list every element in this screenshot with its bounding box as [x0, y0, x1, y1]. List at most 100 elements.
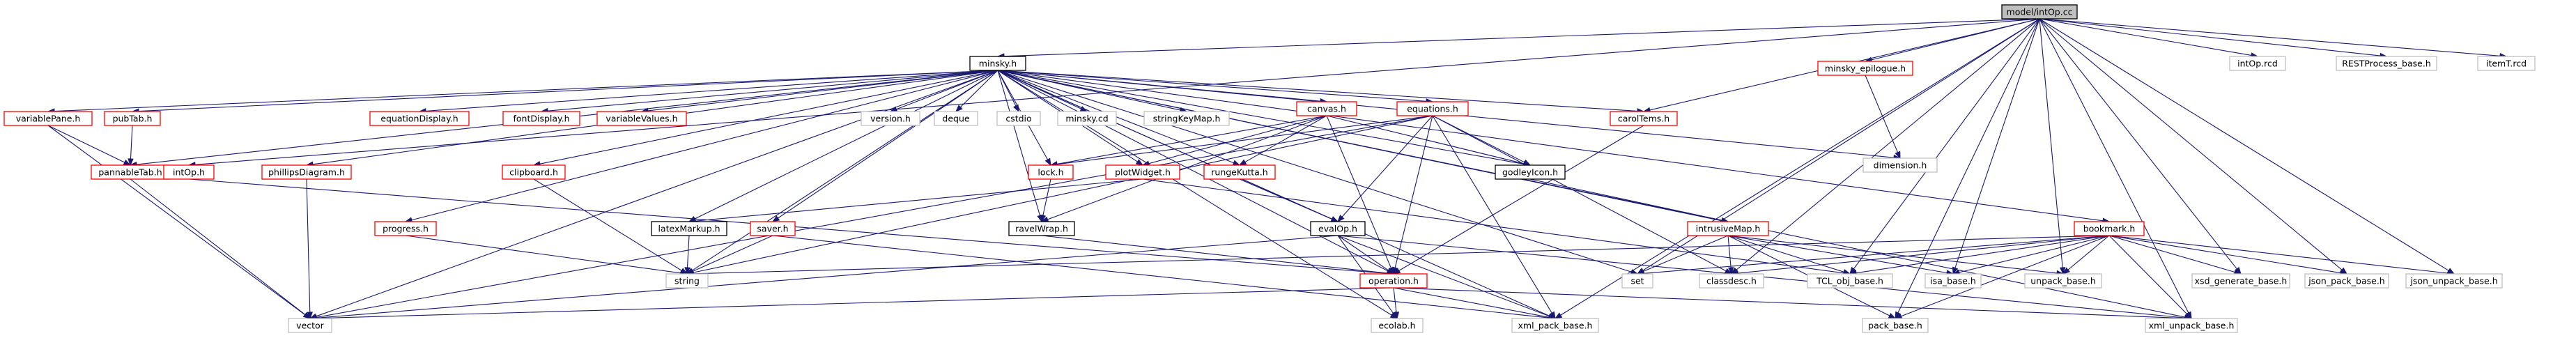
node-json-pack-base-h: json_pack_base.h: [2304, 273, 2389, 289]
node-latexMarkup-h[interactable]: latexMarkup.h: [651, 221, 727, 236]
node-label: model/intOp.cc: [2007, 7, 2073, 17]
node-label: unpack_base.h: [2030, 276, 2096, 286]
node-box: [374, 221, 437, 236]
node-pannableTab-h[interactable]: pannableTab.h: [91, 164, 170, 180]
node-label: intOp.rcd: [2237, 59, 2278, 69]
node-variablePane-h[interactable]: variablePane.h: [3, 111, 93, 126]
node-label: intrusiveMap.h: [1696, 224, 1761, 234]
node-label: saver.h: [757, 224, 788, 234]
node-box: [2304, 273, 2389, 289]
node-label: TCL_obj_base.h: [1816, 276, 1883, 286]
edge-minsky_h-to-saver_h: [771, 70, 998, 222]
node-box: [1699, 273, 1764, 289]
edge-minsky_h-to-latexMarkup_h: [688, 70, 998, 222]
node-box: [596, 111, 687, 126]
node-vector: vector: [288, 318, 332, 333]
node-minsky-h[interactable]: minsky.h: [969, 56, 1026, 71]
node-label: lock.h: [1038, 167, 1063, 178]
node-saver-h[interactable]: saver.h: [750, 221, 796, 236]
edge-progress_h-to-string: [405, 235, 688, 276]
edge-latexMarkup_h-to-string: [684, 235, 691, 275]
node-string: string: [665, 273, 709, 289]
node-box: [163, 164, 215, 180]
node-intOpcc[interactable]: model/intOp.cc: [2001, 4, 2078, 20]
node-intOp-h[interactable]: intOp.h: [163, 164, 215, 180]
node-box: [651, 221, 727, 236]
node-label: operation.h: [1368, 276, 1419, 286]
node-box: [1310, 221, 1366, 236]
node-label: vector: [296, 321, 325, 331]
node-intrusiveMap-h[interactable]: intrusiveMap.h: [1687, 221, 1769, 236]
node-bookmark-h[interactable]: bookmark.h: [2074, 221, 2145, 236]
node-canvas-h[interactable]: canvas.h: [1296, 101, 1357, 116]
edge-plotWidget_h-to-latexMarkup_h: [688, 178, 1143, 224]
node-label: itemT.rcd: [2486, 59, 2527, 69]
node-box: [2024, 273, 2102, 289]
node-box: [288, 318, 332, 333]
node-godleyIcon-h[interactable]: godleyIcon.h: [1495, 164, 1566, 180]
node-pubTab-h[interactable]: pubTab.h: [104, 111, 161, 126]
node-json-unpack-base-h: json_unpack_base.h: [2405, 273, 2503, 289]
node-classdesc-h: classdesc.h: [1699, 273, 1764, 289]
node-label: RESTProcess_base.h: [2342, 59, 2431, 69]
node-pack-base-h: pack_base.h: [1862, 318, 1929, 333]
node-label: version.h: [870, 114, 911, 124]
node-label: stringKeyMap.h: [1153, 114, 1221, 124]
node-box: [2074, 221, 2145, 236]
node-box: [1203, 164, 1276, 180]
edge-minsky_epilogue_h-to-dimension_h: [1865, 75, 1901, 160]
edge-intrusiveMap_h-to-classdesc_h: [1727, 235, 1734, 275]
node-phillipsDiagram-h[interactable]: phillipsDiagram.h: [261, 164, 352, 180]
node-xsd-generate-base-h: xsd_generate_base.h: [2191, 273, 2290, 289]
node-box: [2405, 273, 2503, 289]
node-carolTems-h[interactable]: carolTems.h: [1610, 111, 1678, 126]
node-stringKeyMap-h: stringKeyMap.h: [1143, 111, 1230, 126]
node-label: isa_base.h: [1930, 276, 1976, 286]
node-label: xml_unpack_base.h: [2149, 321, 2235, 331]
node-minsky-epilogue-h[interactable]: minsky_epilogue.h: [1817, 61, 1913, 76]
node-label: intOp.h: [173, 167, 205, 178]
edge-equations_h-to-evalOp_h: [1337, 115, 1433, 223]
node-lock-h[interactable]: lock.h: [1028, 164, 1074, 180]
node-ravelWrap-h[interactable]: ravelWrap.h: [1008, 221, 1075, 236]
node-box: [1925, 273, 1982, 289]
node-dimension-h: dimension.h: [1862, 158, 1938, 173]
node-equationDisplay-h[interactable]: equationDisplay.h: [369, 111, 470, 126]
node-evalOp-h[interactable]: evalOp.h: [1310, 221, 1366, 236]
edge-pannableTab_h-to-vector: [130, 178, 311, 319]
node-box: [1143, 111, 1230, 126]
node-box: [3, 111, 93, 126]
node-plotWidget-h[interactable]: plotWidget.h: [1105, 164, 1180, 180]
node-box: [369, 111, 470, 126]
node-TCL-obj-base-h: TCL_obj_base.h: [1807, 273, 1893, 289]
node-label: ravelWrap.h: [1015, 224, 1068, 234]
node-box: [1817, 61, 1913, 76]
node-label: evalOp.h: [1318, 224, 1357, 234]
edge-pubTab_h-to-pannableTab_h: [128, 125, 134, 167]
edge-intOpcc-to-TCL_obj_base_h: [1849, 18, 2040, 275]
edge-intrusiveMap_h-to-set: [1636, 235, 1729, 275]
node-version-h: version.h: [861, 111, 920, 126]
node-fontDisplay-h[interactable]: fontDisplay.h: [502, 111, 580, 126]
node-box: [861, 111, 920, 126]
node-box: [2477, 56, 2536, 71]
node-box: [261, 164, 352, 180]
node-clipboard-h[interactable]: clipboard.h: [502, 164, 566, 180]
node-rungeKutta-h[interactable]: rungeKutta.h: [1203, 164, 1276, 180]
node-box: [1610, 111, 1678, 126]
edge-equations_h-to-xml_pack_base_h: [1432, 115, 1556, 320]
edge-operation_h-to-vector: [309, 287, 1394, 321]
edge-bookmark_h-to-json_unpack_base_h: [2108, 235, 2455, 277]
node-box: [1105, 164, 1180, 180]
node-progress-h[interactable]: progress.h: [374, 221, 437, 236]
edge-intOpcc-to-xml_pack_base_h: [1554, 18, 2040, 319]
node-label: xml_pack_base.h: [1518, 321, 1593, 331]
node-box: [1687, 221, 1769, 236]
node-label: ecolab.h: [1378, 321, 1415, 331]
node-operation-h[interactable]: operation.h: [1359, 273, 1428, 289]
node-variableValues-h[interactable]: variableValues.h: [596, 111, 687, 126]
node-label: pack_base.h: [1868, 321, 1922, 331]
node-label: bookmark.h: [2083, 224, 2136, 234]
node-equations-h[interactable]: equations.h: [1396, 101, 1469, 116]
